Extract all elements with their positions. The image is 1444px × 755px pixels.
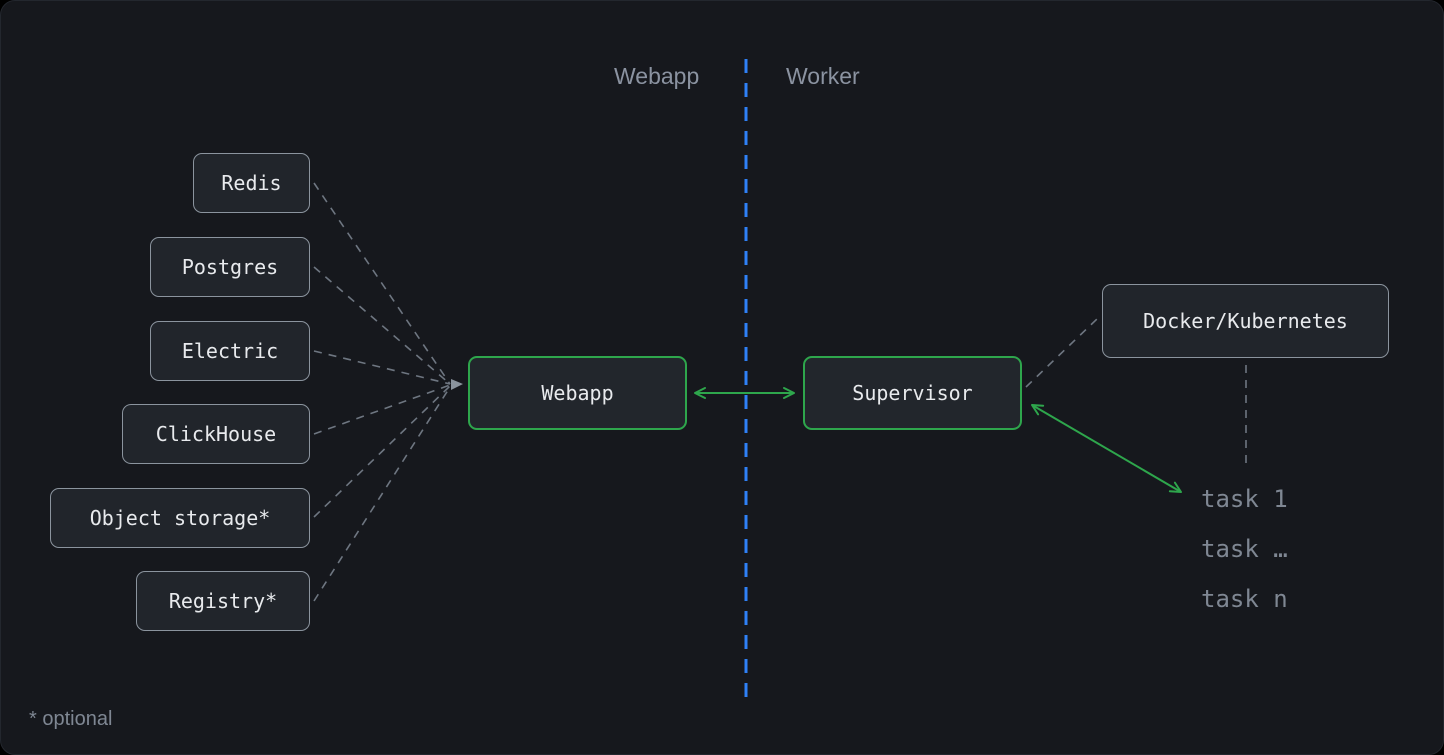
electric-node: Electric [150, 321, 310, 381]
postgres-node-label: Postgres [181, 255, 279, 279]
webapp-node-label: Webapp [541, 381, 614, 405]
clickhouse-node-label: ClickHouse [155, 422, 277, 446]
task-n-label: task n [1201, 585, 1288, 613]
postgres-node: Postgres [150, 237, 310, 297]
docker-kubernetes-node: Docker/Kubernetes [1102, 284, 1389, 358]
docker-kubernetes-node-label: Docker/Kubernetes [1143, 309, 1348, 333]
registry-node: Registry* [136, 571, 310, 631]
redis-node: Redis [193, 153, 310, 213]
section-label-webapp: Webapp [614, 63, 700, 89]
redis-node-label: Redis [221, 171, 282, 195]
fan-arrowhead-icon [451, 379, 463, 390]
object-storage-node: Object storage* [50, 488, 310, 548]
dependency-fan-lines [313, 182, 451, 602]
electric-node-label: Electric [181, 339, 279, 363]
webapp-node: Webapp [468, 356, 687, 430]
supervisor-node-label: Supervisor [852, 381, 973, 405]
supervisor-runtime-line [1025, 318, 1098, 388]
supervisor-node: Supervisor [803, 356, 1022, 430]
task-ellipsis-label: task … [1201, 535, 1288, 563]
section-label-worker: Worker [786, 63, 860, 89]
object-storage-node-label: Object storage* [89, 506, 271, 530]
optional-footnote: * optional [29, 708, 113, 730]
registry-node-label: Registry* [168, 589, 278, 613]
task-1-label: task 1 [1201, 485, 1288, 513]
supervisor-tasks-arrow [1031, 404, 1182, 493]
clickhouse-node: ClickHouse [122, 404, 310, 464]
